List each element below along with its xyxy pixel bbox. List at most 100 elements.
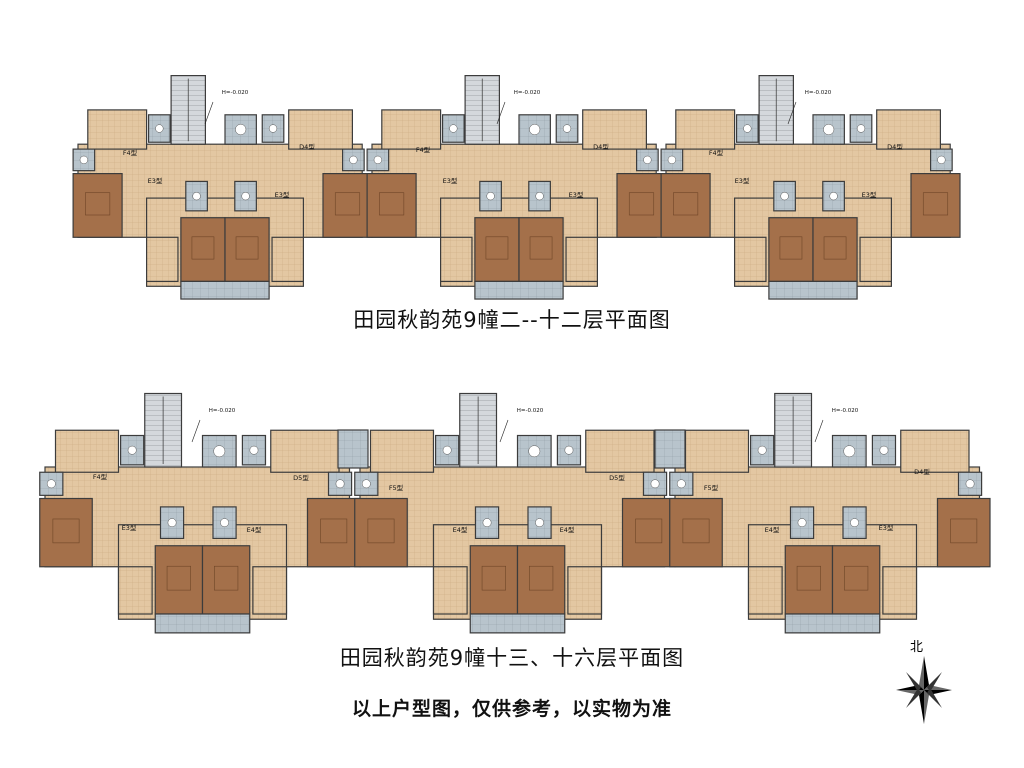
elevation-mark: H=-0.020 <box>222 90 249 96</box>
bedroom <box>518 217 564 282</box>
unit-type-label: E3型 <box>148 176 163 185</box>
bedroom <box>322 173 373 238</box>
elevation-mark: H=-0.020 <box>517 408 544 414</box>
elevation-leader <box>496 101 506 125</box>
kitchen <box>369 429 435 473</box>
fixture <box>843 445 856 458</box>
fixture <box>562 124 572 133</box>
bed-outline <box>628 192 655 216</box>
unit-type-label: E3型 <box>735 176 750 185</box>
bed-outline <box>823 236 847 260</box>
bed-outline <box>485 236 509 260</box>
fixture <box>373 155 383 165</box>
elevation-leader <box>191 419 201 443</box>
bedroom <box>616 173 667 238</box>
bedroom <box>768 217 814 282</box>
elevation-mark: H=-0.020 <box>805 90 832 96</box>
fixture <box>743 124 752 133</box>
kitchen <box>288 109 354 150</box>
study <box>252 566 288 615</box>
balcony <box>180 280 270 300</box>
elevation-leader <box>814 419 824 443</box>
lower-plan-title: 田园秋韵苑9幢十三、十六层平面图 <box>339 646 685 670</box>
bed-outline <box>85 192 111 216</box>
bed-outline <box>682 518 710 544</box>
elevation-leader <box>787 101 797 125</box>
unit-type-label: E3型 <box>122 523 137 532</box>
fixture <box>449 124 458 133</box>
unit-type-label: E3型 <box>569 190 584 199</box>
disclaimer-text: 以上户型图，仅供参考，以实物为准 <box>351 698 672 720</box>
kitchen <box>270 429 340 473</box>
bedroom <box>306 497 361 568</box>
bedroom <box>660 173 711 238</box>
fixture <box>757 445 767 455</box>
fixture <box>856 124 866 133</box>
bedroom <box>784 545 834 615</box>
bed-outline <box>320 518 348 544</box>
fixture <box>167 518 177 528</box>
study <box>440 236 473 283</box>
bedroom <box>366 173 417 238</box>
bedroom <box>469 545 519 615</box>
unit-type-label: E3型 <box>879 523 894 532</box>
bed-outline <box>235 236 259 260</box>
kitchen <box>684 429 750 473</box>
fixture <box>249 445 259 455</box>
fixture <box>667 155 677 165</box>
fixture <box>780 192 789 201</box>
unit-type-label: E3型 <box>862 190 877 199</box>
kitchen <box>54 429 120 473</box>
fixture <box>797 518 807 528</box>
unit-type-label: E4型 <box>453 525 468 534</box>
fixture <box>486 192 495 201</box>
unit-type-label: F5型 <box>389 483 404 492</box>
fixture <box>535 192 544 201</box>
fixture <box>850 518 859 528</box>
elevation-leader <box>499 419 509 443</box>
bedroom <box>516 545 566 615</box>
fixture <box>220 518 229 528</box>
north-label: 北 <box>910 640 924 655</box>
unit-type-label: E3型 <box>443 176 458 185</box>
bedroom <box>910 173 961 238</box>
bedroom <box>831 545 881 615</box>
fixture <box>213 445 226 458</box>
elevation-mark: H=-0.020 <box>832 408 859 414</box>
fixture <box>361 479 371 489</box>
fixture <box>528 445 541 458</box>
elevation-mark: H=-0.020 <box>514 90 541 96</box>
elevation-leader <box>204 101 214 125</box>
bed-outline <box>52 518 80 544</box>
fixture <box>529 123 541 136</box>
bed-outline <box>334 192 361 216</box>
bathroom <box>831 434 867 468</box>
bed-outline <box>191 236 215 260</box>
bedroom <box>201 545 251 615</box>
study <box>565 236 598 283</box>
fixture <box>643 155 652 165</box>
fixture <box>127 445 137 455</box>
unit-type-label: D4型 <box>299 142 315 151</box>
fixture <box>79 155 89 165</box>
north-arrow-compass-icon <box>896 656 952 724</box>
bed-outline <box>796 565 821 591</box>
fixture <box>823 123 835 136</box>
fixture <box>46 479 56 489</box>
study <box>733 236 767 283</box>
fixture <box>564 445 574 455</box>
study <box>146 236 179 283</box>
study <box>271 236 305 283</box>
unit-type-label: F4型 <box>709 148 724 157</box>
study <box>567 566 603 615</box>
unit-type-label: D5型 <box>609 473 625 482</box>
bedroom <box>354 497 408 568</box>
fixture <box>235 123 247 136</box>
kitchen <box>381 109 442 150</box>
bed-outline <box>950 518 978 544</box>
kitchen <box>675 109 736 150</box>
kitchen <box>900 429 970 473</box>
fixture <box>937 155 946 165</box>
